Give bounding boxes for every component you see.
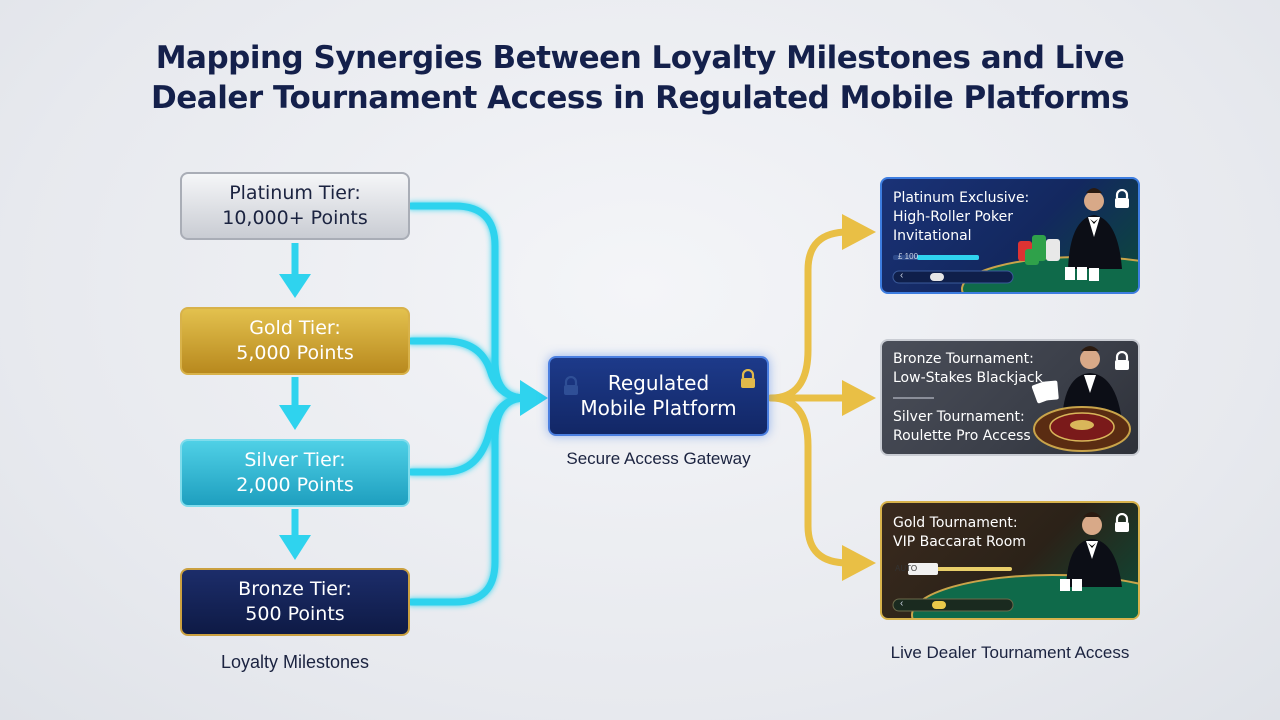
tier-bronze: Bronze Tier: 500 Points <box>180 568 410 636</box>
title-line-2: Dealer Tournament Access in Regulated Mo… <box>151 80 1129 116</box>
card-line: Silver Tournament: <box>893 409 1025 425</box>
card-line: Platinum Exclusive: <box>893 190 1030 206</box>
card-line: VIP Baccarat Room <box>893 534 1026 550</box>
tier-platinum: Platinum Tier: 10,000+ Points <box>180 172 410 240</box>
tier-points: 500 Points <box>245 603 345 625</box>
card-line: Roulette Pro Access <box>893 428 1031 444</box>
secure-access-gateway-label: Secure Access Gateway <box>566 449 751 468</box>
arrow-icon <box>279 535 311 560</box>
connector-silver <box>407 394 529 476</box>
poker-chips-icon <box>1018 235 1060 265</box>
tier-name: Silver Tier: <box>244 449 346 471</box>
card-text-bronze: Bronze Tournament: Low-Stakes Blackjack <box>893 350 1043 388</box>
connector-gold <box>407 337 529 402</box>
arrow-icon <box>279 274 311 298</box>
lock-icon <box>1115 351 1129 370</box>
tier-connectors <box>407 202 529 606</box>
dealer-figure <box>1066 512 1122 587</box>
tier-name: Gold Tier: <box>249 317 341 339</box>
arrow-icon <box>842 545 876 581</box>
card-line: High-Roller Poker <box>893 209 1013 225</box>
mini-value: AUTO <box>895 564 918 573</box>
baccarat-scene <box>892 512 1138 618</box>
loyalty-milestones-label: Loyalty Milestones <box>220 652 370 672</box>
arrow-icon <box>842 214 876 250</box>
connector-to-platinum-card <box>767 228 852 402</box>
card-text: Platinum Exclusive: High-Roller Poker In… <box>893 189 1029 246</box>
tier-gold: Gold Tier: 5,000 Points <box>180 307 410 375</box>
tier-points: 10,000+ Points <box>222 207 368 229</box>
mini-nav[interactable]: ‹ <box>900 270 904 281</box>
card-line: Invitational <box>893 228 972 244</box>
tier-down-arrows <box>279 243 311 560</box>
connector-platinum <box>407 202 529 402</box>
tier-name: Platinum Tier: <box>229 182 361 204</box>
arrow-icon <box>842 380 876 416</box>
tier-points: 2,000 Points <box>236 474 354 496</box>
lock-icon <box>564 376 578 395</box>
card-line: Gold Tournament: <box>893 515 1018 531</box>
card-text: Gold Tournament: VIP Baccarat Room <box>893 514 1026 552</box>
tier-silver: Silver Tier: 2,000 Points <box>180 439 410 507</box>
diagram-title: Mapping Synergies Between Loyalty Milest… <box>100 38 1180 118</box>
arrow-icon <box>520 380 548 416</box>
roulette-scene <box>893 346 1131 452</box>
regulated-platform-box: Regulated Mobile Platform <box>548 356 769 436</box>
tournament-connectors <box>767 228 852 567</box>
tournament-card-platinum[interactable]: Platinum Exclusive: High-Roller Poker In… <box>880 177 1140 294</box>
poker-scene <box>892 188 1138 292</box>
platform-line-2: Mobile Platform <box>580 396 737 420</box>
connector-bronze <box>407 394 529 606</box>
lock-icon <box>1115 513 1129 532</box>
tier-points: 5,000 Points <box>236 342 354 364</box>
dealer-figure <box>1068 188 1122 269</box>
lock-icon <box>1115 189 1129 208</box>
card-line: Bronze Tournament: <box>893 351 1034 367</box>
mini-value: £ 100 <box>898 252 919 261</box>
card-text-silver: Silver Tournament: Roulette Pro Access <box>893 408 1031 446</box>
title-line-1: Mapping Synergies Between Loyalty Milest… <box>155 40 1125 76</box>
connector-to-gold-card <box>767 394 852 567</box>
tournament-card-gold[interactable]: Gold Tournament: VIP Baccarat Room AUTO … <box>880 501 1140 620</box>
mini-nav[interactable]: ‹ <box>900 598 904 609</box>
arrow-icon <box>279 405 311 430</box>
lock-icon <box>741 369 755 388</box>
roulette-wheel-icon <box>1033 406 1131 452</box>
platform-line-1: Regulated <box>607 371 710 395</box>
playing-cards-icon <box>1031 380 1059 404</box>
card-line: Low-Stakes Blackjack <box>893 370 1043 386</box>
tournament-card-bronze-silver[interactable]: Bronze Tournament: Low-Stakes Blackjack … <box>880 339 1140 456</box>
tier-name: Bronze Tier: <box>238 578 352 600</box>
live-dealer-access-label: Live Dealer Tournament Access <box>890 643 1130 662</box>
